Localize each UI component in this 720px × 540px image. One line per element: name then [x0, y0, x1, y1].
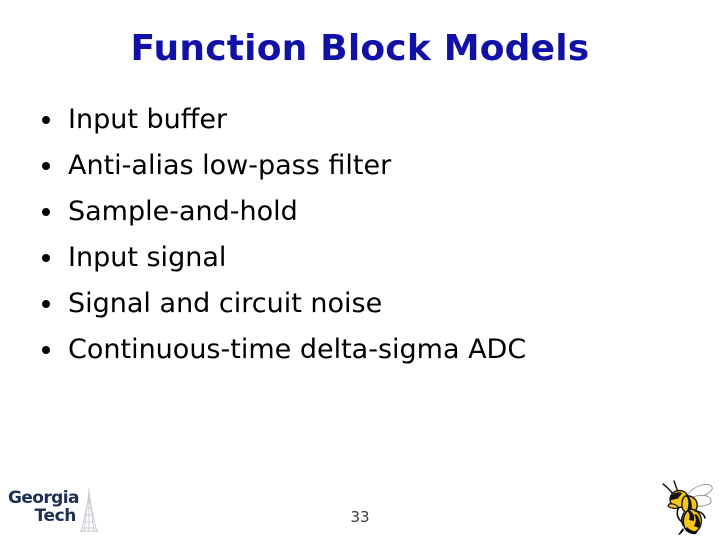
gt-word-tech: Tech: [34, 506, 77, 526]
gt-word-georgia: Georgia: [8, 488, 79, 508]
bullet-label: Input buffer: [68, 104, 228, 135]
list-item: Anti-alias low-pass filter: [40, 143, 680, 189]
bullet-label: Anti-alias low-pass filter: [68, 150, 392, 181]
bullet-list: Input buffer Anti-alias low-pass filter …: [40, 97, 680, 373]
gt-tower-icon: [80, 488, 98, 532]
bullet-dot-icon: [42, 162, 50, 170]
bullet-dot-icon: [42, 346, 50, 354]
list-item: Input buffer: [40, 97, 680, 143]
bullet-label: Sample-and-hold: [68, 196, 298, 227]
bullet-dot-icon: [42, 116, 50, 124]
page-number: 33: [350, 508, 370, 526]
bullet-dot-icon: [42, 208, 50, 216]
page-title: Function Block Models: [130, 28, 590, 69]
georgia-tech-logo: Georgia Tech: [8, 488, 104, 532]
yellow-jacket-mascot-icon: [662, 480, 713, 535]
bullet-label: Input signal: [68, 242, 227, 273]
bullet-label: Signal and circuit noise: [68, 288, 383, 319]
list-item: Sample-and-hold: [40, 189, 680, 235]
list-item: Continuous-time delta-sigma ADC: [40, 327, 680, 373]
bullet-dot-icon: [42, 300, 50, 308]
bullet-dot-icon: [42, 254, 50, 262]
list-item: Signal and circuit noise: [40, 281, 680, 327]
bullet-label: Continuous-time delta-sigma ADC: [68, 334, 527, 365]
gt-wordmark: Georgia Tech: [8, 488, 79, 526]
list-item: Input signal: [40, 235, 680, 281]
